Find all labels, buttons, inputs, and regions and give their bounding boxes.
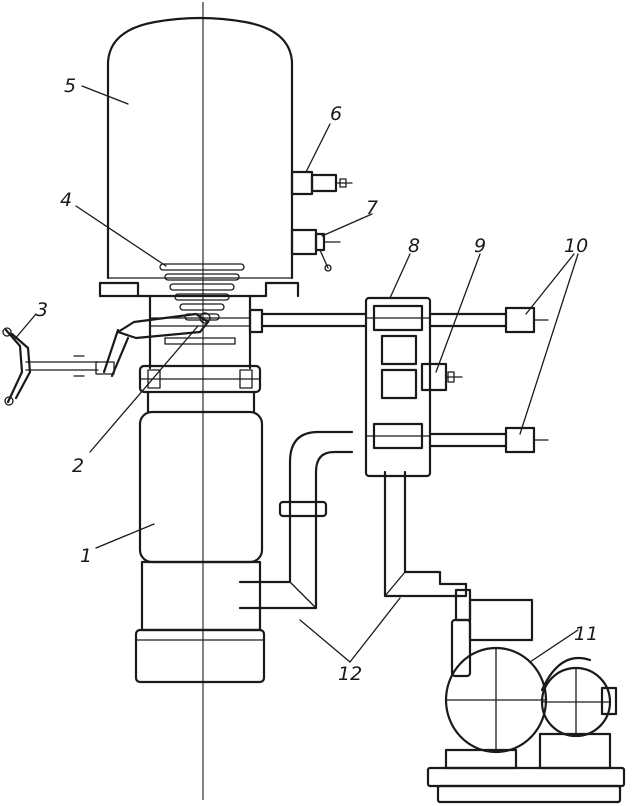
column-flange: [138, 364, 262, 394]
outlet-lines: [428, 306, 549, 454]
label-4: 4: [60, 189, 72, 211]
suction-pipes: [238, 430, 468, 610]
label-1: 1: [80, 545, 92, 567]
label-12: 12: [338, 663, 362, 685]
leader-lines: [13, 85, 579, 663]
side-valve: [290, 228, 341, 272]
upper-vessel: [106, 16, 294, 280]
label-6: 6: [330, 103, 342, 125]
column-body: [134, 390, 266, 684]
label-11: 11: [574, 623, 598, 645]
label-5: 5: [64, 75, 76, 97]
manifold-gauge: [420, 362, 463, 392]
label-10: 10: [564, 235, 588, 257]
manifold: [364, 296, 432, 478]
column-to-manifold-line: [248, 308, 368, 334]
vacuum-pump: [426, 588, 626, 804]
lever-mechanism: [95, 312, 211, 378]
label-3: 3: [36, 299, 48, 321]
baffle-fins: [159, 263, 245, 321]
label-2: 2: [72, 455, 84, 477]
label-7: 7: [366, 197, 378, 219]
label-9: 9: [474, 235, 486, 257]
side-gauge-upper: [290, 170, 353, 196]
label-8: 8: [408, 235, 420, 257]
control-handle: [2, 327, 99, 406]
